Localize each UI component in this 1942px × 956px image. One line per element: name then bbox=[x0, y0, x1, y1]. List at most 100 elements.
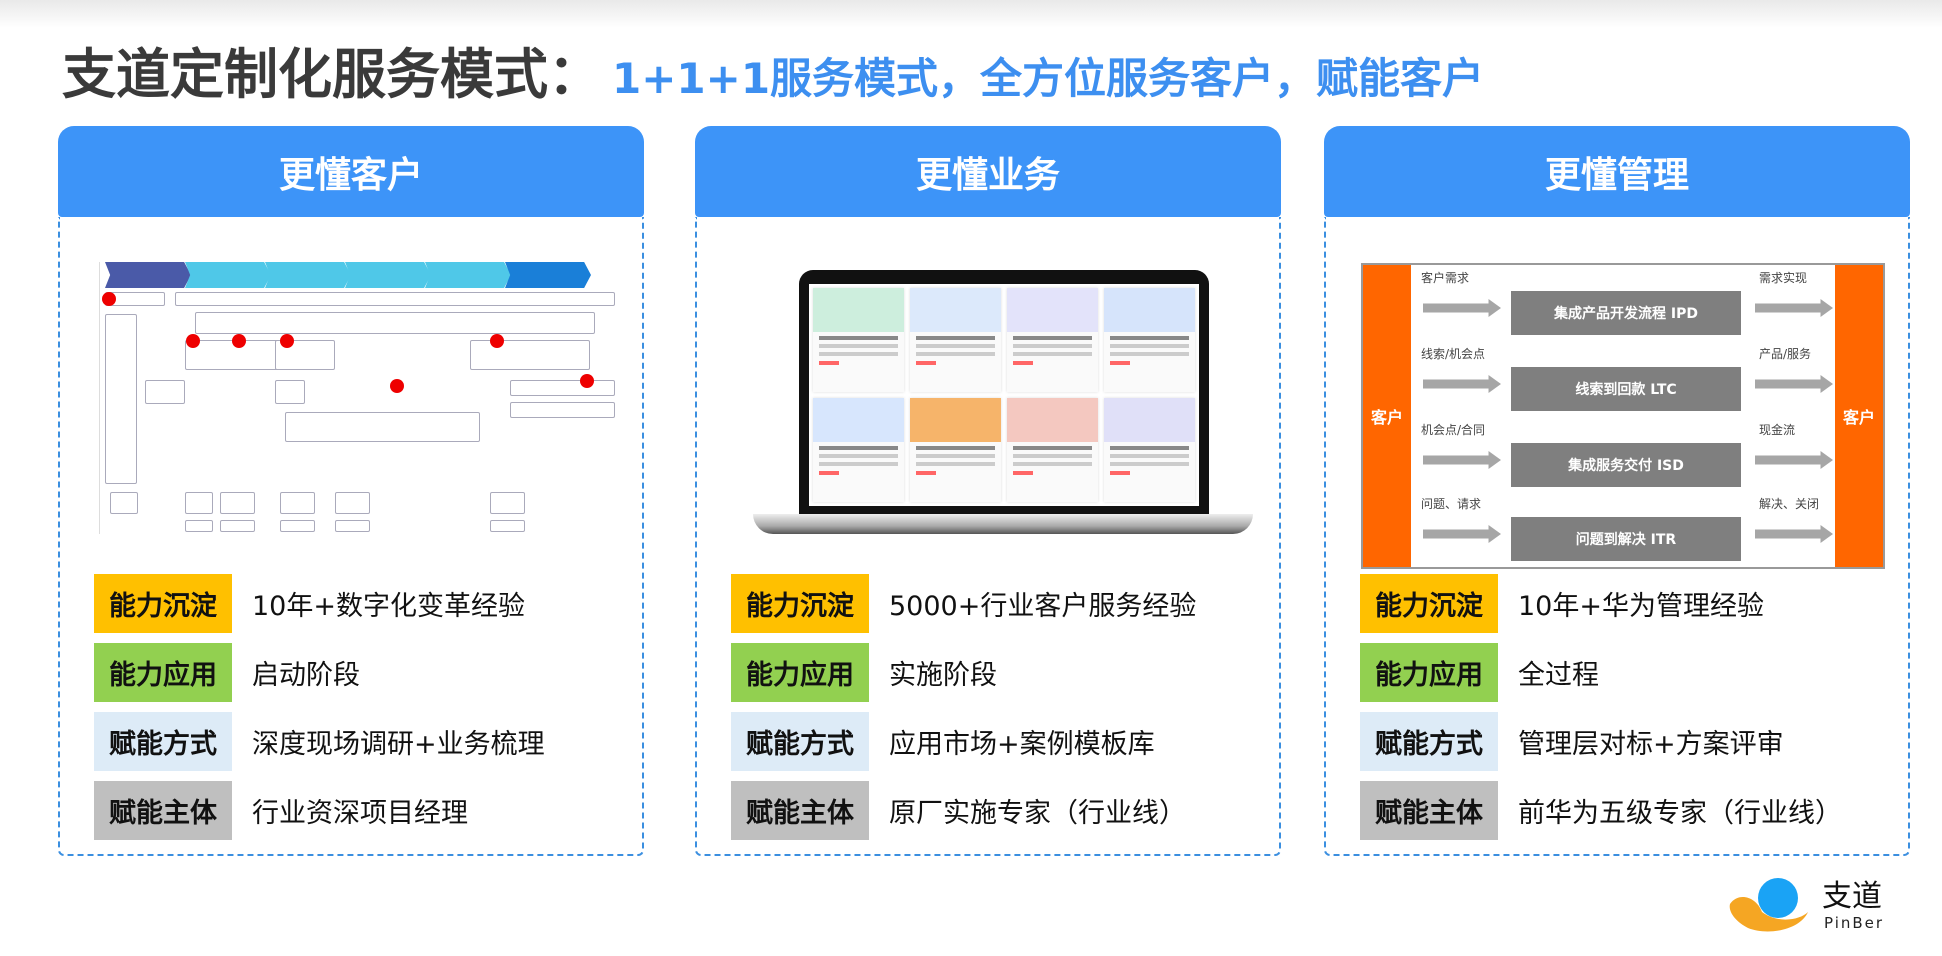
process-step-box bbox=[510, 380, 615, 396]
arrow-icon bbox=[1755, 525, 1833, 543]
process-step-box bbox=[280, 492, 315, 514]
svg-text:PinBer: PinBer bbox=[1824, 914, 1884, 932]
panel-2: 更懂业务能力沉淀 5000+行业客户服务经验能力应用实施阶段赋能方式应用市场+案例… bbox=[695, 126, 1281, 856]
arrow-icon bbox=[1423, 299, 1501, 317]
process-step-box bbox=[220, 492, 255, 514]
step-marker-icon bbox=[580, 374, 594, 388]
panel-dashed-border bbox=[695, 217, 1281, 856]
row-tag: 赋能方式 bbox=[1360, 712, 1498, 771]
row-value: 10年+数字化变革经验 bbox=[252, 591, 525, 622]
process-step-box bbox=[220, 520, 255, 532]
capability-row: 赋能方式管理层对标+方案评审 bbox=[1360, 712, 1784, 771]
row-value: 10年+华为管理经验 bbox=[1518, 591, 1764, 622]
process-step-box bbox=[185, 520, 213, 532]
panel-header: 更懂客户 bbox=[58, 126, 644, 217]
title-main: 支道定制化服务模式： bbox=[62, 43, 602, 106]
step-marker-icon bbox=[280, 334, 294, 348]
row-tag: 赋能主体 bbox=[1360, 781, 1498, 840]
arrow-icon bbox=[1423, 375, 1501, 393]
app-template-card bbox=[1007, 398, 1098, 502]
row-value: 原厂实施专家（行业线） bbox=[889, 798, 1186, 829]
lane-input: 机会点/合同 bbox=[1421, 423, 1486, 437]
arrow-icon bbox=[1755, 299, 1833, 317]
customer-left: 客户 bbox=[1363, 265, 1411, 567]
process-box: 集成产品开发流程 IPD bbox=[1511, 291, 1741, 335]
row-value: 启动阶段 bbox=[252, 660, 360, 691]
panel-dashed-border bbox=[58, 217, 644, 856]
process-box: 集成服务交付 ISD bbox=[1511, 443, 1741, 487]
app-template-card bbox=[910, 288, 1001, 392]
capability-row: 赋能主体前华为五级专家（行业线） bbox=[1360, 781, 1842, 840]
lane-input: 客户需求 bbox=[1421, 271, 1470, 285]
process-step-box bbox=[105, 314, 137, 484]
row-tag: 能力应用 bbox=[1360, 643, 1498, 702]
process-box: 问题到解决 ITR bbox=[1511, 517, 1741, 561]
capability-row: 赋能方式应用市场+案例模板库 bbox=[731, 712, 1155, 771]
row-tag: 能力沉淀 bbox=[94, 574, 232, 633]
phase-chevron bbox=[425, 262, 511, 288]
arrow-icon bbox=[1755, 375, 1833, 393]
phase-chevron bbox=[345, 262, 431, 288]
lane-output: 现金流 bbox=[1759, 423, 1796, 437]
management-flow-diagram: 客户 客户 客户需求 集成产品开发流程 IPD 需求实现 线索/机会点 线索到回… bbox=[1361, 263, 1885, 569]
app-market-screen bbox=[809, 284, 1199, 506]
arrow-icon bbox=[1423, 525, 1501, 543]
step-marker-icon bbox=[232, 334, 246, 348]
process-step-box bbox=[195, 312, 595, 334]
row-tag: 赋能主体 bbox=[94, 781, 232, 840]
phase-chevron bbox=[185, 262, 271, 288]
arrow-icon bbox=[1423, 451, 1501, 469]
process-step-box bbox=[110, 492, 138, 514]
process-box: 线索到回款 LTC bbox=[1511, 367, 1741, 411]
row-value: 管理层对标+方案评审 bbox=[1518, 729, 1784, 760]
row-tag: 能力应用 bbox=[94, 643, 232, 702]
phase-chevron bbox=[105, 262, 191, 288]
process-step-box bbox=[470, 340, 590, 370]
lane-input: 问题、请求 bbox=[1421, 497, 1482, 511]
lane-input: 线索/机会点 bbox=[1421, 347, 1486, 361]
process-step-box bbox=[510, 402, 615, 418]
lane-output: 需求实现 bbox=[1759, 271, 1808, 285]
lane-output: 解决、关闭 bbox=[1759, 497, 1820, 511]
capability-row: 能力沉淀 10年+数字化变革经验 bbox=[94, 574, 525, 633]
capability-row: 能力应用启动阶段 bbox=[94, 643, 360, 702]
row-value: 深度现场调研+业务梳理 bbox=[252, 729, 545, 760]
app-template-card bbox=[910, 398, 1001, 502]
process-step-box bbox=[275, 380, 305, 404]
panel-header: 更懂业务 bbox=[695, 126, 1281, 217]
process-step-box bbox=[280, 520, 315, 532]
step-marker-icon bbox=[390, 379, 404, 393]
step-marker-icon bbox=[490, 334, 504, 348]
process-step-box bbox=[285, 412, 480, 442]
process-step-box bbox=[490, 520, 525, 532]
process-step-box bbox=[185, 492, 213, 514]
customer-right: 客户 bbox=[1835, 265, 1883, 567]
app-template-card bbox=[813, 288, 904, 392]
row-tag: 能力沉淀 bbox=[731, 574, 869, 633]
phase-chevron bbox=[505, 262, 591, 288]
laptop-base bbox=[753, 514, 1253, 534]
capability-row: 能力沉淀 5000+行业客户服务经验 bbox=[731, 574, 1196, 633]
pinber-logo: 支道 PinBer bbox=[1728, 872, 1918, 936]
capability-row: 能力应用实施阶段 bbox=[731, 643, 997, 702]
app-template-card bbox=[1104, 398, 1195, 502]
row-value: 5000+行业客户服务经验 bbox=[889, 591, 1197, 622]
step-marker-icon bbox=[102, 292, 116, 306]
row-value: 前华为五级专家（行业线） bbox=[1518, 798, 1842, 829]
process-step-box bbox=[335, 520, 370, 532]
row-tag: 能力沉淀 bbox=[1360, 574, 1498, 633]
laptop-app-market-image bbox=[737, 262, 1271, 536]
app-template-card bbox=[1007, 288, 1098, 392]
row-tag: 赋能方式 bbox=[94, 712, 232, 771]
panel-dashed-border bbox=[1324, 217, 1910, 856]
capability-row: 赋能主体原厂实施专家（行业线） bbox=[731, 781, 1186, 840]
capability-row: 能力沉淀 10年+华为管理经验 bbox=[1360, 574, 1764, 633]
phase-chevron bbox=[265, 262, 351, 288]
row-value: 全过程 bbox=[1518, 660, 1599, 691]
capability-row: 赋能主体行业资深项目经理 bbox=[94, 781, 468, 840]
page-title: 支道定制化服务模式： 1+1+1服务模式，全方位服务客户，赋能客户 bbox=[62, 30, 1484, 106]
top-shade bbox=[0, 0, 1942, 28]
process-step-box bbox=[145, 380, 185, 404]
arrow-icon bbox=[1755, 451, 1833, 469]
